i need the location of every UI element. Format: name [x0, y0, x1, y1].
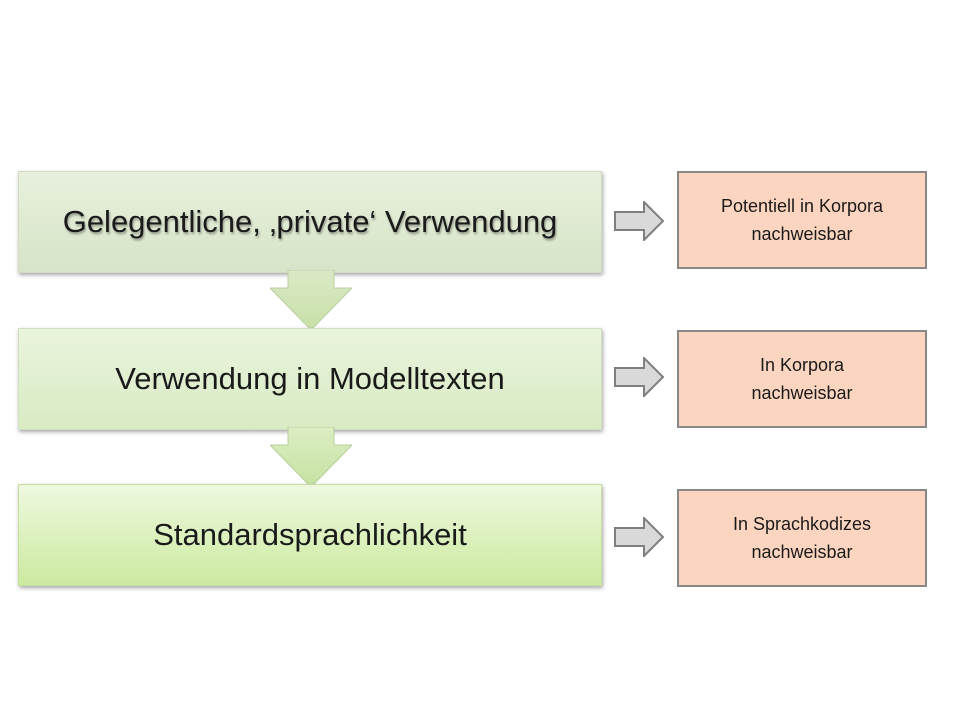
note-box-corpora: In Korpora nachweisbar: [677, 330, 927, 428]
note-line: Potentiell in Korpora: [720, 196, 884, 216]
right-arrow-icon: [614, 517, 664, 557]
down-arrow-icon: [270, 270, 352, 330]
note-box-potential-corpora: Potentiell in Korpora nachweisbar: [677, 171, 927, 269]
stage-box-standard-language: Standardsprachlichkeit: [18, 484, 602, 586]
stage-label: Gelegentliche, ‚private‘ Verwendung: [62, 204, 558, 239]
note-line: nachweisbar: [751, 383, 853, 403]
note-line: nachweisbar: [751, 542, 853, 562]
note-line: In Sprachkodizes: [732, 514, 872, 534]
note-line: In Korpora: [759, 355, 845, 375]
note-line: nachweisbar: [751, 224, 853, 244]
right-arrow-icon: [614, 201, 664, 241]
right-arrow-icon: [614, 357, 664, 397]
stage-label: Verwendung in Modelltexten: [115, 361, 505, 396]
down-arrow-icon: [270, 427, 352, 487]
note-box-codices: In Sprachkodizes nachweisbar: [677, 489, 927, 587]
stage-label: Standardsprachlichkeit: [153, 517, 467, 552]
stage-box-private-use: Gelegentliche, ‚private‘ Verwendung: [18, 171, 602, 273]
stage-box-model-texts: Verwendung in Modelltexten: [18, 328, 602, 430]
